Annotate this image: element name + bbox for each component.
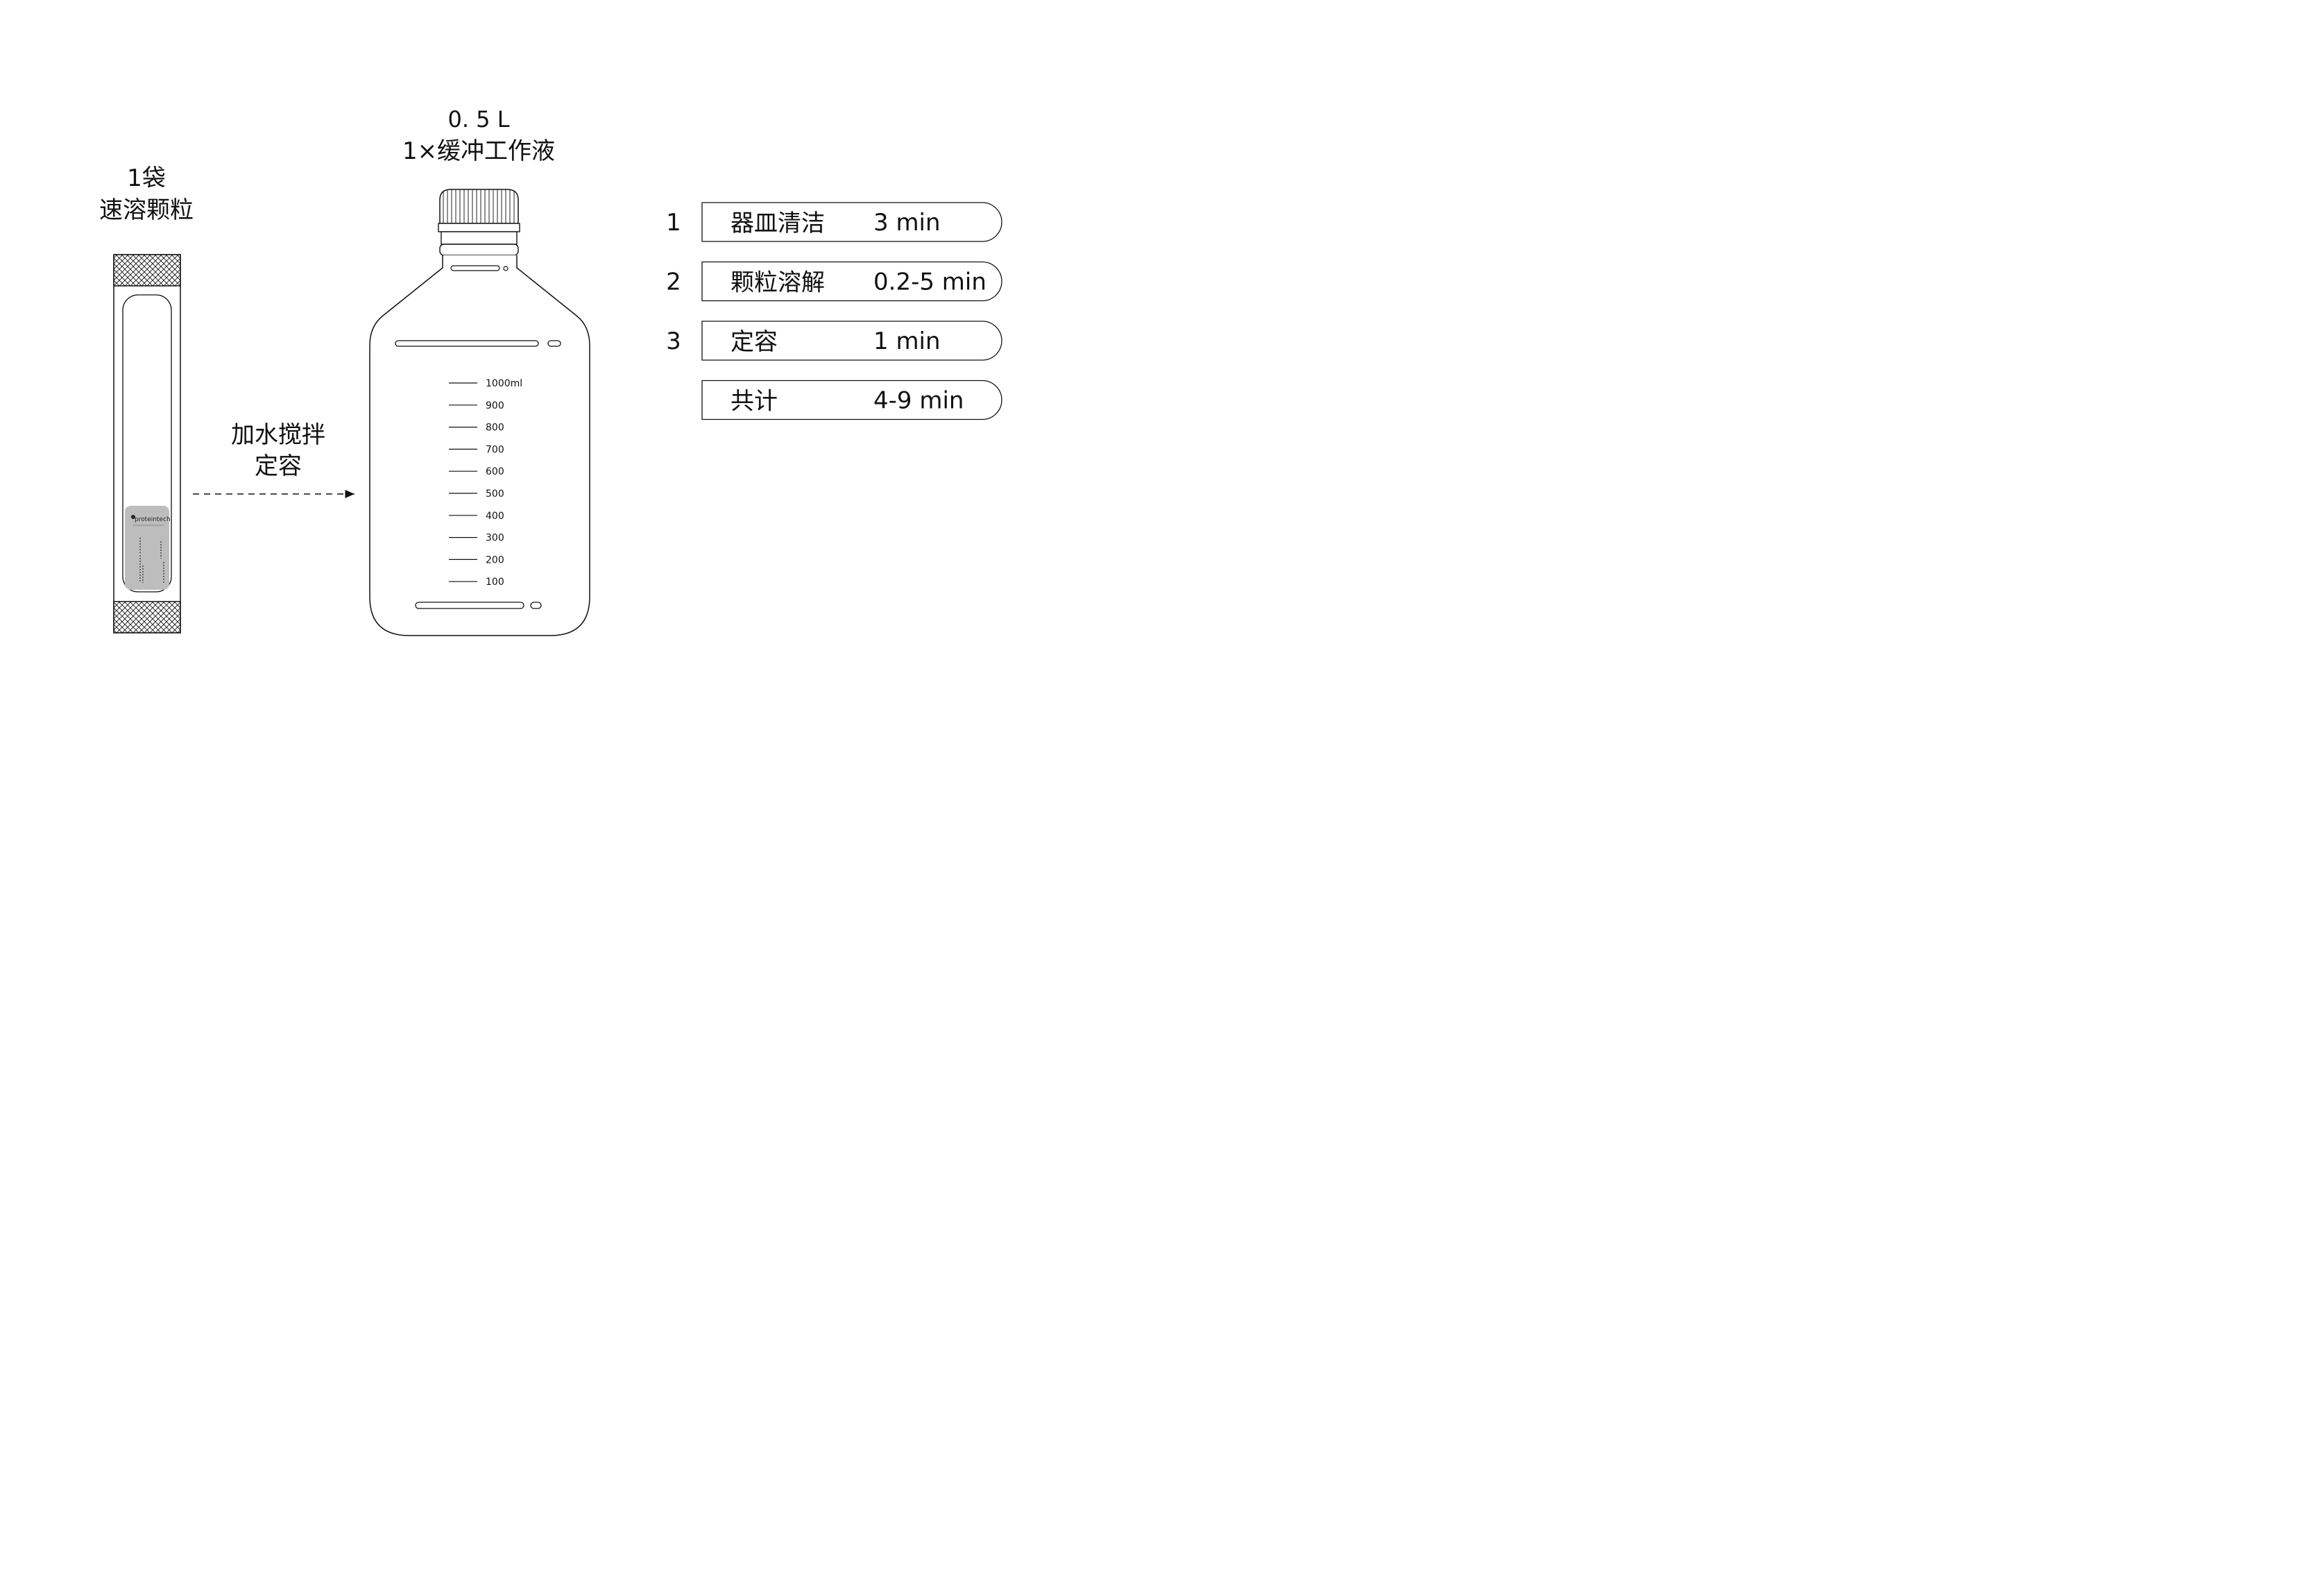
process-arrow-group: 加水搅拌 定容 [193, 421, 354, 498]
step-row: 1 器皿清洁 3 min [666, 202, 1002, 242]
bottle-cap [439, 189, 519, 224]
step-time: 4-9 min [873, 387, 964, 415]
graduation-label: 600 [486, 466, 504, 477]
steps-list: 1 器皿清洁 3 min 2 颗粒溶解 0.2-5 min 3 定容 1 min 共计 4-9 mi… [666, 202, 1002, 420]
bottle-group: 0. 5 L 1×缓冲工作液 1000ml 900 800 700 600 500 400 3… [369, 106, 590, 636]
sachet-icon: proteintech [113, 254, 181, 633]
step-number: 2 [666, 269, 681, 296]
step-number: 1 [666, 209, 681, 237]
bottle-volume-label: 0. 5 L [447, 106, 509, 133]
step-name: 定容 [730, 328, 778, 356]
step-row: 2 颗粒溶解 0.2-5 min [666, 261, 1002, 302]
step-pill [701, 202, 1002, 242]
sachet-brand: proteintech [135, 516, 171, 523]
sachet-group: 1袋 速溶颗粒 proteintech [99, 164, 194, 633]
step-time: 0.2-5 min [873, 269, 986, 296]
step-time: 1 min [873, 327, 941, 355]
arrow-label-line2: 定容 [255, 452, 302, 480]
graduation-scale: 1000ml 900 800 700 600 500 400 300 200 100 [449, 378, 522, 588]
step-row: 共计 4-9 min [701, 380, 1002, 420]
workflow-diagram: 1袋 速溶颗粒 proteintech 加水搅拌 定容 [99, 106, 1002, 636]
step-time: 3 min [873, 209, 941, 237]
step-name: 共计 [730, 388, 778, 416]
bottle-buffer-label: 1×缓冲工作液 [402, 137, 555, 165]
step-pill [701, 261, 1002, 302]
sachet-top-seal [113, 254, 181, 287]
sachet-name-label: 速溶颗粒 [99, 196, 194, 224]
step-pill [701, 321, 1002, 361]
brand-logo-icon [131, 515, 135, 519]
step-pill [701, 380, 1002, 420]
step-name: 颗粒溶解 [730, 269, 825, 297]
graduation-label: 200 [486, 554, 504, 565]
step-number: 3 [666, 327, 681, 355]
graduation-label: 100 [486, 577, 504, 588]
graduation-label: 300 [486, 533, 504, 544]
step-name: 器皿清洁 [730, 210, 825, 237]
sachet-product-label: proteintech [125, 506, 171, 590]
graduation-label: 500 [486, 488, 504, 500]
step-row: 3 定容 1 min [666, 321, 1002, 361]
sachet-bottom-seal [113, 601, 181, 633]
graduation-label: 1000ml [486, 378, 522, 389]
bottle-body [369, 255, 590, 636]
arrow-label-line1: 加水搅拌 [231, 421, 325, 449]
graduation-label: 400 [486, 511, 504, 522]
sachet-count-label: 1袋 [127, 164, 166, 192]
graduation-label: 800 [486, 423, 504, 434]
graduation-label: 700 [486, 444, 504, 455]
bottle-icon: 1000ml 900 800 700 600 500 400 300 200 100 [369, 189, 590, 636]
graduation-label: 900 [486, 400, 504, 411]
